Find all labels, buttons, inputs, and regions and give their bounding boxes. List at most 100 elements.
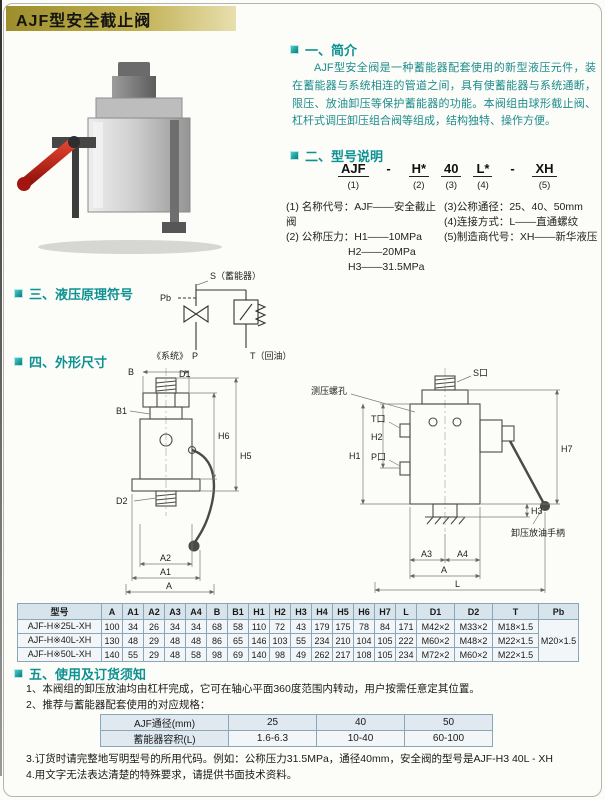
mini-table-value: 10-40: [316, 730, 405, 747]
model-code-row: AJF(1)-H*(2)40(3)L*(4)-XH(5): [338, 161, 557, 191]
column-header: Pb: [538, 603, 579, 620]
model-name-cell: AJF-H※50L-XH: [17, 647, 102, 662]
dim-label-a3: A3: [421, 549, 432, 559]
dimension-cell: 98: [206, 647, 228, 662]
section-heading-notes: 五、使用及订货须知: [14, 664, 146, 683]
model-code-explanation: (3)公称通径：25、40、50mm: [444, 201, 583, 213]
section-heading-intro: 一、简介: [290, 40, 357, 59]
dimension-cell: 100: [101, 619, 123, 634]
dimension-cell: 234: [395, 647, 417, 662]
model-name-cell: AJF-H※40L-XH: [17, 633, 102, 648]
dimension-cell: 108: [353, 647, 375, 662]
dim-label-h3: H3: [531, 506, 543, 516]
label-system: 《系统》: [152, 350, 188, 361]
dimension-cell: 234: [311, 633, 333, 648]
column-header: H3: [290, 603, 312, 620]
dimension-cell: M22×1.5: [492, 647, 539, 662]
model-code-explanation: (4)连接方式：L——直通螺纹: [444, 216, 579, 228]
dimension-cell: 171: [395, 619, 417, 634]
dimension-cell: 210: [332, 633, 354, 648]
page-title: AJF型安全截止阀: [16, 12, 152, 30]
dimension-cell: 105: [374, 647, 396, 662]
dimension-cell: 140: [248, 647, 270, 662]
column-header: A4: [185, 603, 207, 620]
section-heading-text: 三、液压原理符号: [29, 287, 134, 302]
hydraulic-symbol-labels: S（蓄能器） Pb 《系统》 P T（回油）: [152, 270, 292, 361]
dim-label-a2: A2: [160, 553, 171, 563]
label-p-port: P: [192, 351, 198, 361]
dimension-cell: 34: [185, 619, 207, 634]
dim-label-b: B: [128, 367, 134, 377]
section-bullet-icon: [290, 45, 299, 54]
dim-label-b1: B1: [116, 406, 127, 416]
note-item: 2、推荐与蓄能器配套使用的对应规格：: [26, 699, 211, 712]
intro-paragraph: AJF型安全阀是一种蓄能器配套使用的新型液压元件，装在蓄能器与系统相连的管道之间…: [292, 62, 596, 128]
dimension-cell: 49: [290, 647, 312, 662]
label-accumulator: S（蓄能器）: [210, 270, 261, 281]
column-header: H2: [269, 603, 291, 620]
page-spine-edge: [0, 0, 2, 776]
dimension-cell: 43: [290, 619, 312, 634]
dimension-cell: 78: [353, 619, 375, 634]
dim-label-a: A: [166, 581, 172, 591]
dimension-cell: 72: [269, 619, 291, 634]
dimension-cell: 69: [227, 647, 249, 662]
column-header: A1: [122, 603, 144, 620]
dimension-labels-front: D1 B B1 H6 H5 D2 A2 A1 A: [116, 367, 252, 591]
column-header: D2: [454, 603, 493, 620]
section-bullet-icon: [14, 289, 23, 298]
dim-label-h2: H2: [371, 432, 383, 442]
model-code-part: XH(5): [532, 161, 557, 191]
dimension-cell: 55: [290, 633, 312, 648]
dimension-cell: M60×2: [454, 647, 493, 662]
section-bullet-icon: [14, 357, 23, 366]
notes-bottom: 3.订货时请完整地写明型号的所用代码。例如：公称压力31.5MPa，通径40mm…: [26, 752, 588, 784]
dimension-labels-side: 测压螺孔 S口 T口 P口 卸压放油手柄 H2 H1 H7 H3 A3 A4 A…: [311, 368, 573, 589]
dim-label-d2: D2: [116, 496, 128, 506]
model-code-explanation: (2) 公称压力：H1——10MPa: [286, 231, 422, 243]
column-header: H4: [311, 603, 333, 620]
dimension-cell: 58: [185, 647, 207, 662]
dimension-cell: 55: [122, 647, 144, 662]
dimension-cell: 175: [332, 619, 354, 634]
model-code-explanation: H3——31.5MPa: [348, 261, 425, 273]
dimension-cell: 98: [269, 647, 291, 662]
dimension-cell: 48: [164, 647, 186, 662]
model-name-cell: AJF-H※25L-XH: [17, 619, 102, 634]
column-header: A2: [143, 603, 165, 620]
section-bullet-icon: [14, 669, 23, 678]
page-title-bar: AJF型安全截止阀: [6, 6, 236, 31]
column-header: A: [101, 603, 123, 620]
dimension-cell: 110: [248, 619, 270, 634]
model-code-part: H*(2): [408, 161, 430, 191]
notes-top: 1、本阀组的卸压放油均由杠杆完成，它可在轴心平面360度范围内转动，用户按需任意…: [26, 682, 588, 714]
dim-label-h1: H1: [349, 451, 361, 461]
column-header: D1: [416, 603, 455, 620]
dimension-cell: 34: [122, 619, 144, 634]
dim-label-a4: A4: [457, 549, 468, 559]
mini-table-value: 50: [404, 714, 493, 731]
valve-front-outline: [131, 377, 216, 552]
hydraulic-circuit-lines: [178, 280, 267, 350]
model-code-part: 40(3): [441, 161, 462, 191]
dimension-cell: M60×2: [416, 633, 455, 648]
dimension-cell: 84: [374, 619, 396, 634]
mini-table-value: 25: [228, 714, 317, 731]
dimension-cell: 68: [206, 619, 228, 634]
column-header: H1: [248, 603, 270, 620]
section-heading-text: 一、简介: [305, 43, 358, 58]
dimension-cell: 262: [311, 647, 333, 662]
model-code-part: L*(4): [473, 161, 493, 191]
model-code-explanation: (1) 名称代号：AJF——安全截止阀: [286, 201, 436, 228]
dimension-cell: 48: [164, 633, 186, 648]
valve-side-outline: [399, 375, 551, 525]
dimension-cell: 146: [248, 633, 270, 648]
dim-label-a: A: [441, 565, 447, 575]
column-header: B1: [227, 603, 249, 620]
dim-label-l: L: [455, 579, 460, 589]
